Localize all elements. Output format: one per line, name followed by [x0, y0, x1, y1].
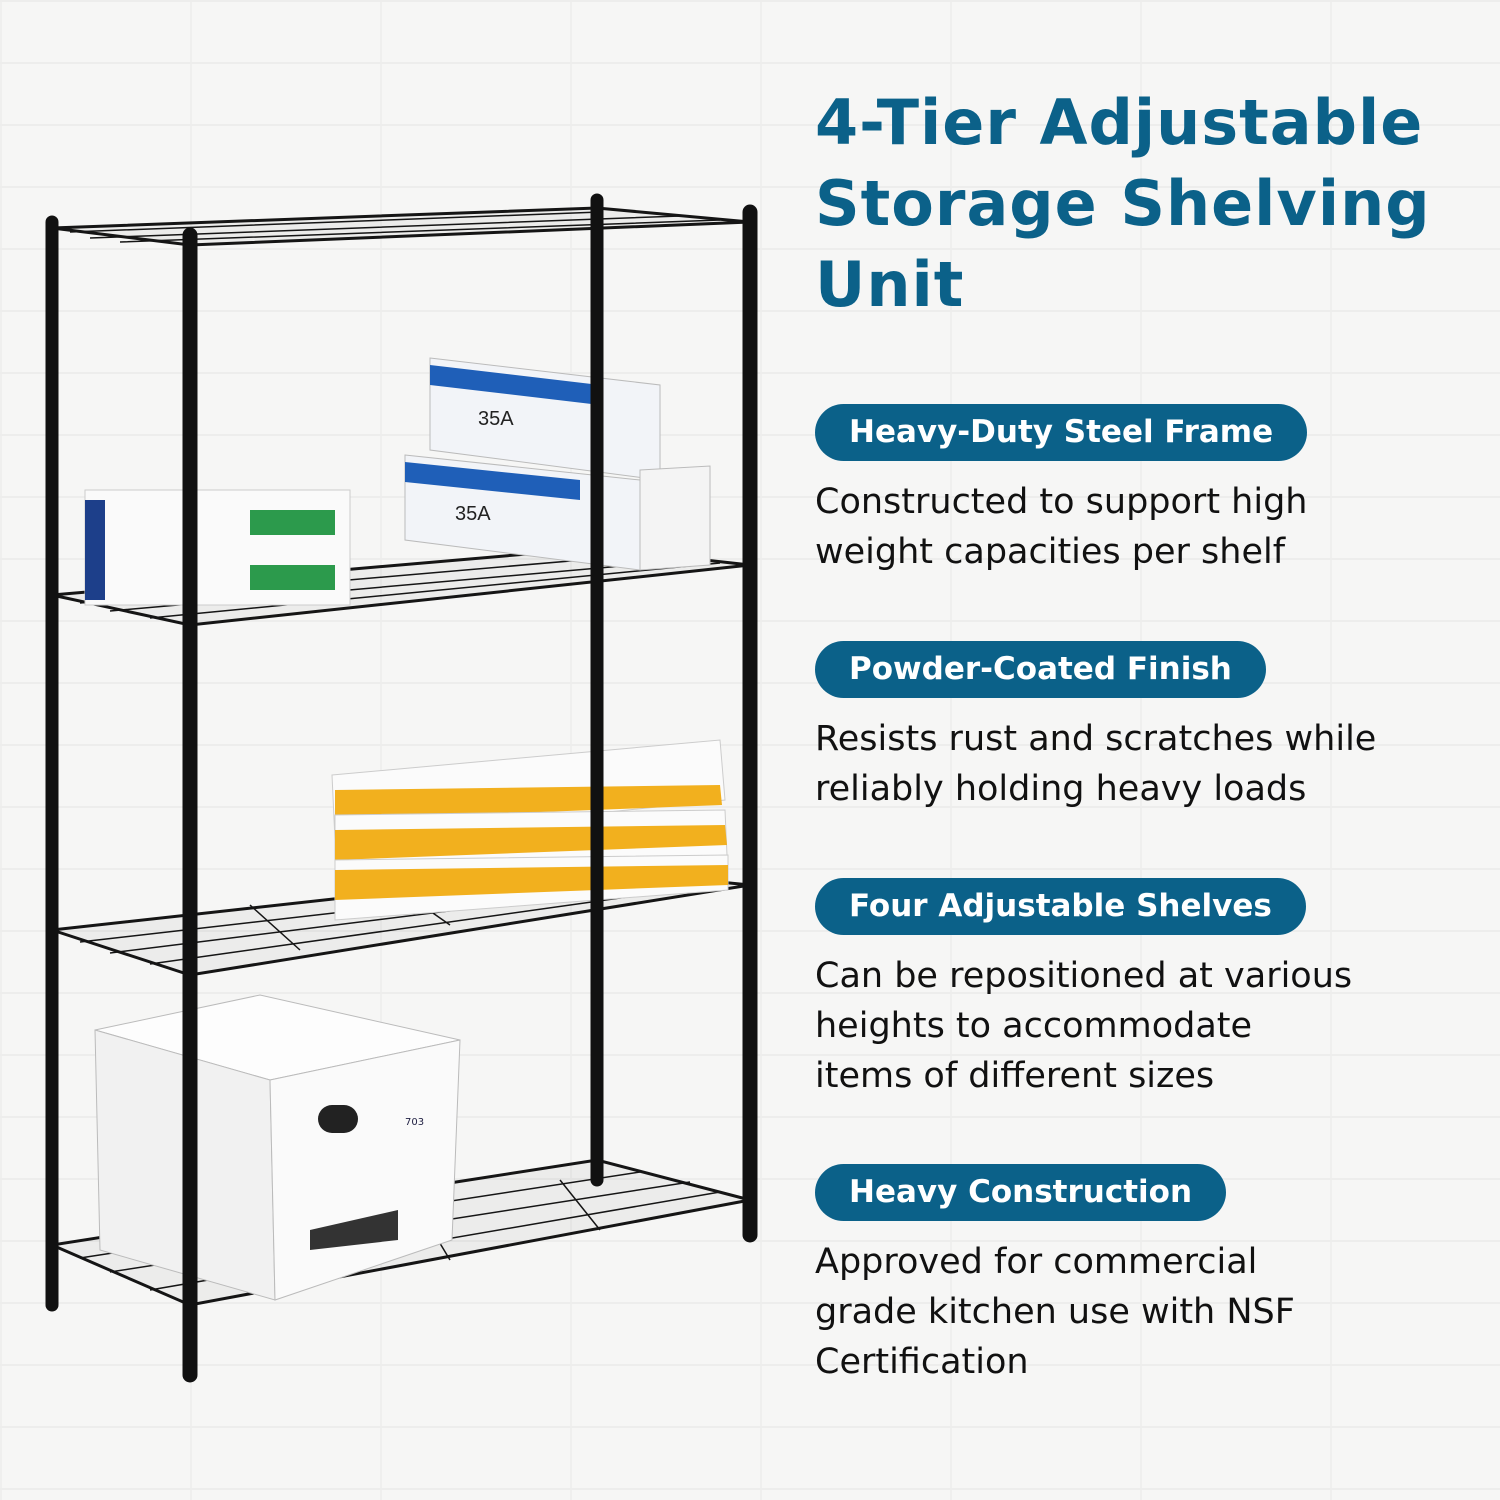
frame-posts [45, 193, 758, 1383]
feature-badge: Powder-Coated Finish [815, 641, 1266, 698]
shelving-unit-image: 35A 35A 703 [45, 193, 758, 1383]
feature-adjustable-shelves: Four Adjustable Shelves Can be repositio… [815, 878, 1485, 1101]
feature-badge: Heavy Construction [815, 1164, 1227, 1221]
product-title: 4-Tier Adjustable Storage Shelving Unit [815, 82, 1485, 325]
svg-text:703: 703 [405, 1117, 424, 1128]
title-line: Storage Shelving [815, 167, 1431, 240]
feature-heavy-construction: Heavy Construction Approved for commerci… [815, 1164, 1485, 1387]
shelf-top [51, 206, 751, 247]
svg-text:35A: 35A [478, 408, 514, 430]
feature-badge: Heavy-Duty Steel Frame [815, 404, 1308, 461]
title-line: Unit [815, 248, 965, 321]
feature-powder-coated: Powder-Coated Finish Resists rust and sc… [815, 641, 1485, 814]
feature-badge: Four Adjustable Shelves [815, 878, 1306, 935]
feature-steel-frame: Heavy-Duty Steel Frame Constructed to su… [815, 404, 1485, 577]
paper-reams-top [84, 489, 351, 606]
toner-boxes: 35A 35A [404, 357, 711, 571]
file-storage-box: 703 [94, 994, 461, 1301]
svg-text:35A: 35A [455, 503, 491, 525]
copy-paper-reams [331, 739, 729, 921]
title-line: 4-Tier Adjustable [815, 86, 1424, 159]
